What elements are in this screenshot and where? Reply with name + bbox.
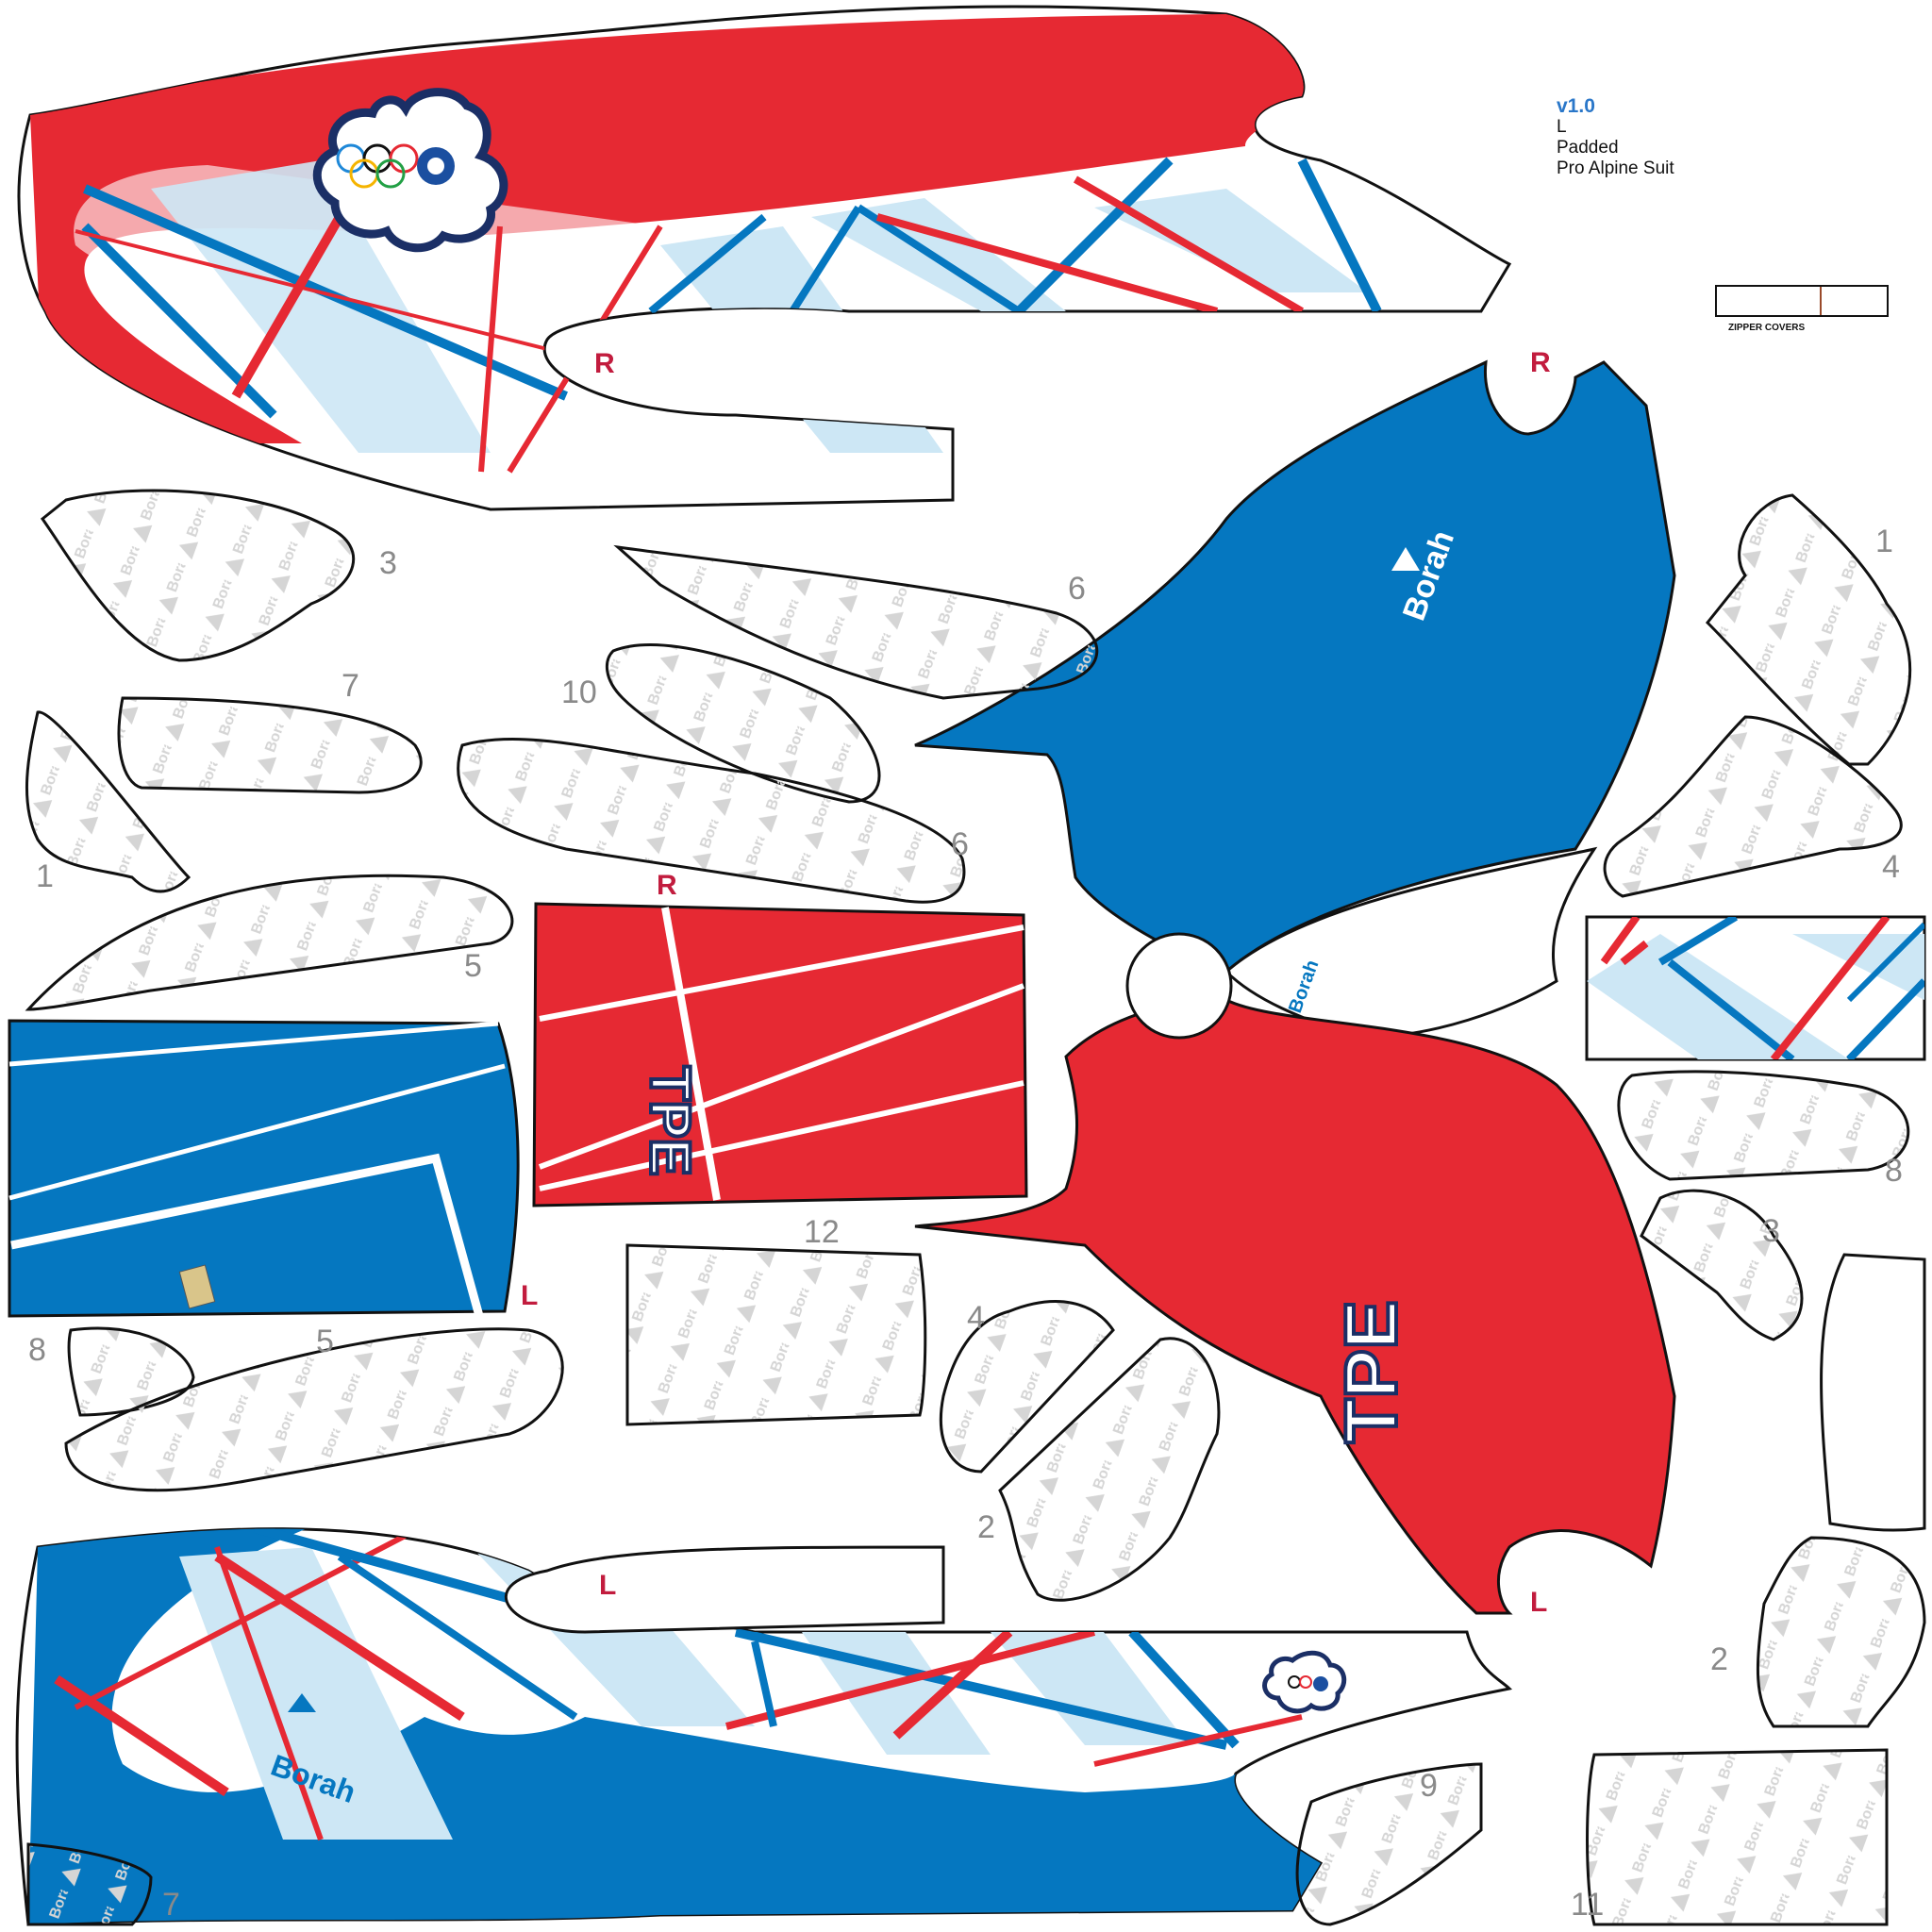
pad-number: 3 — [379, 545, 397, 581]
pad-piece — [1603, 715, 1903, 898]
pad-number: 3 — [1762, 1213, 1780, 1249]
side-marker: L — [599, 1570, 616, 1601]
size-label: L — [1557, 117, 1567, 137]
zipper-cover-piece — [1715, 285, 1889, 317]
right-sleeve-panel: R — [17, 5, 1512, 511]
pad-piece — [1295, 1762, 1483, 1926]
pad-piece — [25, 710, 192, 893]
pad-number: 10 — [561, 675, 597, 710]
pad-piece — [939, 1300, 1115, 1474]
pad-piece — [64, 1327, 564, 1492]
pad-piece — [613, 544, 1099, 700]
side-marker: R — [594, 348, 615, 379]
olympic-emblem-icon — [312, 88, 508, 253]
team-code-label: TPE — [639, 1066, 702, 1176]
pad-number: 6 — [1068, 571, 1086, 607]
olympic-emblem-icon — [1262, 1650, 1347, 1714]
pad-number: 9 — [1420, 1768, 1438, 1804]
padding-label: Padded — [1557, 138, 1619, 158]
product-label: Pro Alpine Suit — [1557, 158, 1674, 178]
pad-number: 2 — [977, 1509, 995, 1545]
pad-piece — [1617, 1070, 1910, 1181]
side-marker: L — [1530, 1587, 1547, 1618]
side-marker: R — [657, 870, 677, 901]
pad-number: 5 — [316, 1324, 334, 1359]
team-code-label: TPE — [1329, 1300, 1412, 1443]
pad-number: 6 — [951, 826, 969, 862]
side-stripe-panel — [1585, 915, 1926, 1061]
back-panel-red: TPE R — [532, 870, 1028, 1208]
pad-number: 5 — [464, 948, 482, 984]
pad-number: 11 — [1571, 1887, 1605, 1923]
left-sleeve-panel: Borah L — [15, 1527, 1513, 1926]
pad-piece — [1586, 1748, 1889, 1926]
pad-number: 8 — [28, 1332, 46, 1368]
side-marker: L — [521, 1280, 538, 1311]
pad-piece — [26, 1842, 153, 1926]
pad-piece — [457, 737, 966, 904]
zipper-covers-label: ZIPPER COVERS — [1728, 323, 1806, 333]
pad-piece — [117, 696, 423, 794]
pad-number: 4 — [1882, 849, 1900, 885]
pad-number: 12 — [804, 1214, 840, 1250]
side-marker: R — [1530, 347, 1551, 378]
back-panel-blue: L — [8, 1019, 538, 1318]
size-label-icon — [178, 1264, 216, 1309]
pad-number: 1 — [36, 858, 54, 894]
pad-number: 2 — [1710, 1641, 1728, 1677]
front-body-panel: Borah Borah TPE R L — [914, 347, 1676, 1618]
pad-piece — [1640, 1189, 1804, 1341]
pad-piece — [1820, 1253, 1926, 1532]
pad-number: 1 — [1875, 524, 1893, 559]
pad-piece — [25, 874, 514, 1011]
pad-piece — [625, 1243, 927, 1426]
version-label: v1.0 — [1557, 95, 1595, 117]
pad-piece — [1705, 493, 1912, 766]
pad-piece — [998, 1337, 1221, 1602]
pad-number: 7 — [341, 668, 359, 704]
pad-number: 4 — [967, 1300, 985, 1336]
pad-number: 7 — [162, 1887, 180, 1923]
spec-info: v1.0 L Padded Pro Alpine Suit — [1557, 96, 1674, 179]
pad-number: 8 — [1885, 1153, 1903, 1189]
pad-piece — [1756, 1536, 1926, 1728]
pad-pieces — [25, 489, 1926, 1926]
pad-piece — [40, 489, 356, 662]
